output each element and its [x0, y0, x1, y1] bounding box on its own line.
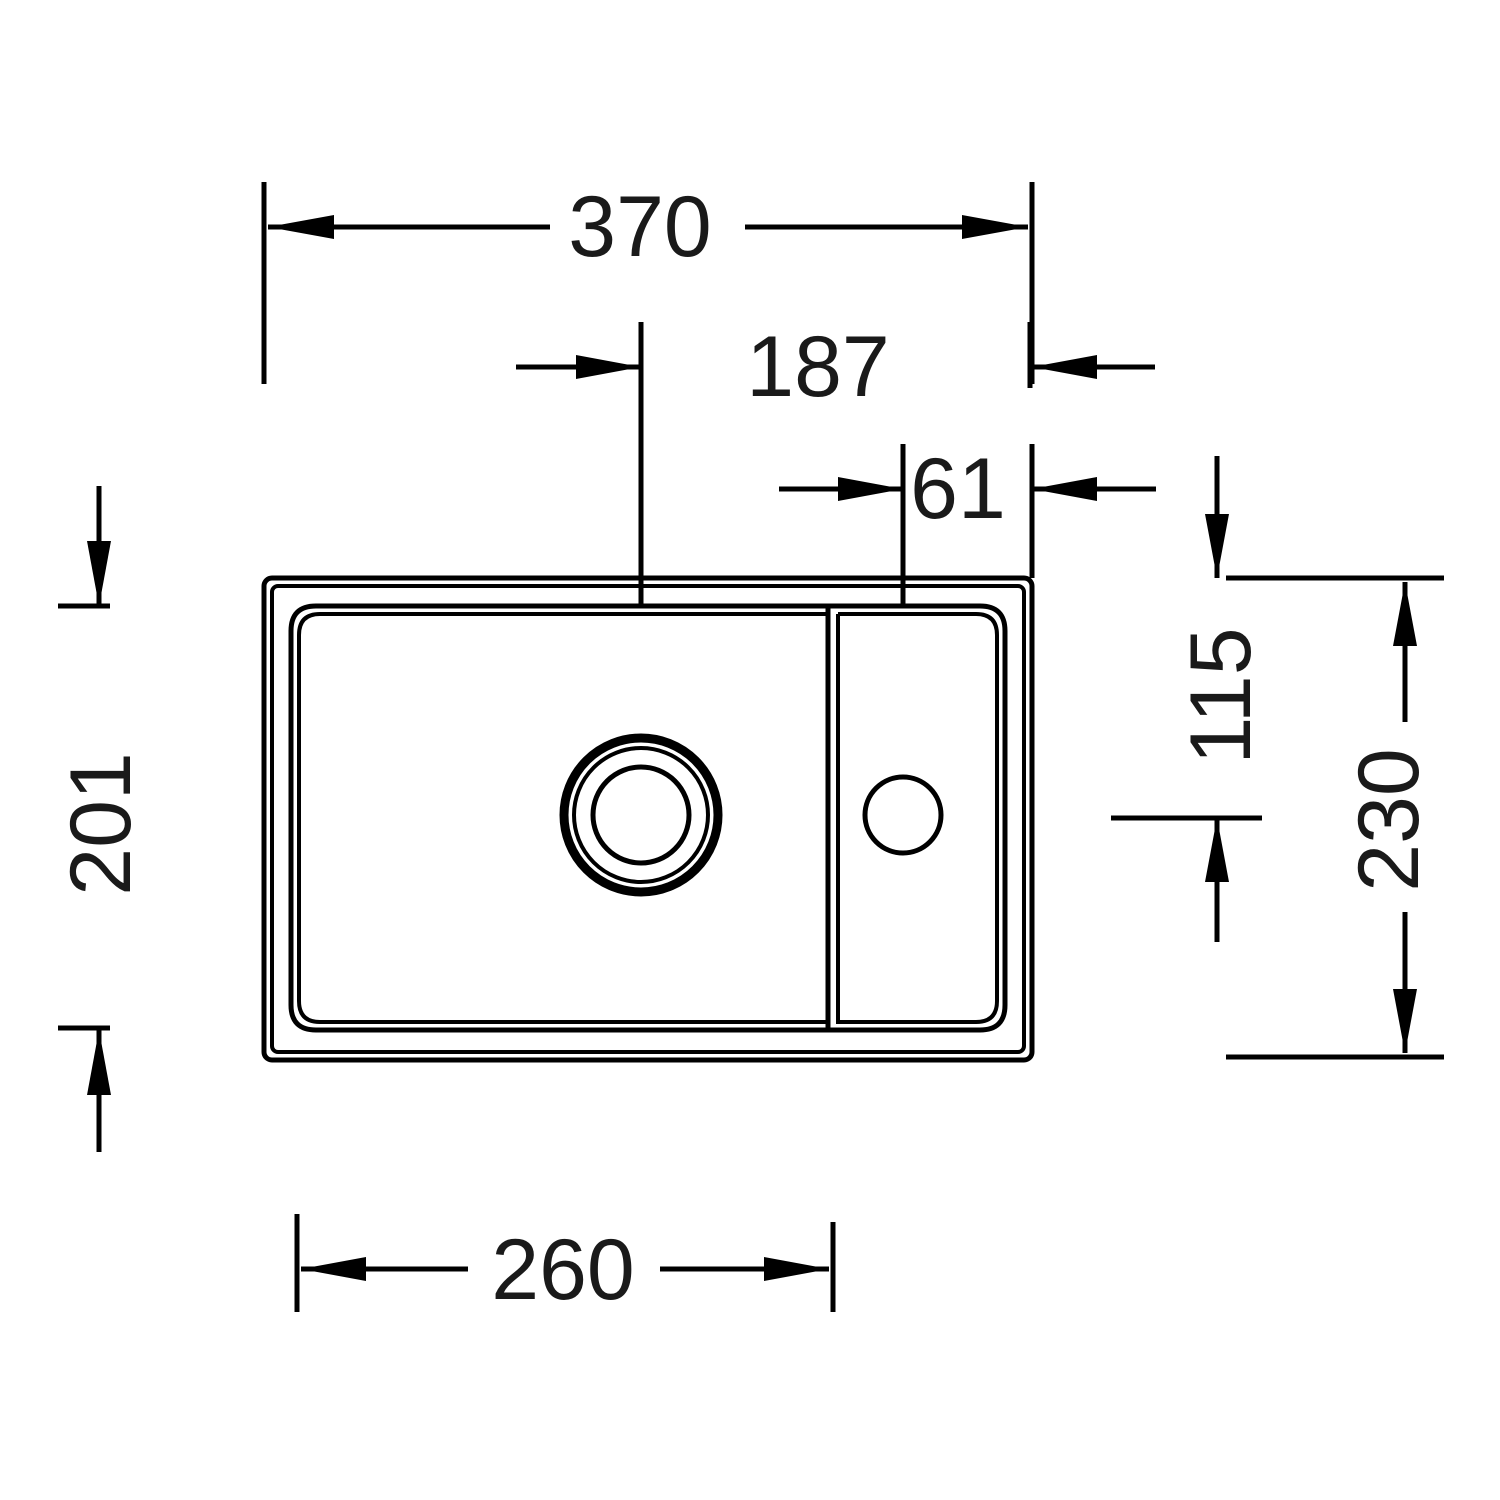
dimension-overall-depth: 230 [1226, 582, 1444, 1060]
sink-outer-edge-inner-line [270, 584, 1026, 1054]
dimension-drain-from-top: 115 [1111, 456, 1444, 942]
arrowhead-right [1032, 355, 1097, 379]
dimension-label-115: 115 [1173, 627, 1269, 764]
drain-outer-ring [559, 733, 723, 897]
arrowhead-left [838, 477, 903, 501]
sink-outline [261, 575, 1035, 1063]
bowl-outline [288, 603, 831, 1033]
sink-outer-edge [261, 575, 1035, 1063]
arrowhead-right [1032, 477, 1097, 501]
main-bowl [288, 603, 831, 1033]
dimension-bowl-height: 201 [53, 486, 149, 1152]
dimension-label-201: 201 [53, 752, 149, 896]
arrowhead-left [576, 355, 641, 379]
arrowhead-right [962, 215, 1028, 239]
arrowhead-right [764, 1257, 829, 1281]
arrowhead-left [268, 215, 334, 239]
arrowhead-top [1393, 582, 1417, 646]
arrowhead-bottom [87, 1030, 111, 1095]
dimension-tap-to-right: 61 [779, 441, 1156, 606]
arrowhead-top [1205, 514, 1229, 578]
dimension-overall-width: 370 [261, 179, 1035, 384]
dimension-label-230: 230 [1341, 748, 1437, 892]
side-drainer [825, 603, 1008, 1033]
dimension-label-61: 61 [910, 441, 1006, 537]
drainer-outline [825, 603, 1008, 1033]
arrowhead-bottom [1393, 989, 1417, 1053]
drain-inner-ring [590, 764, 692, 866]
arrowhead-top [87, 541, 111, 606]
dimension-label-260: 260 [491, 1222, 635, 1318]
dimension-drain-to-right: 187 [516, 319, 1155, 606]
drain-waste [559, 733, 723, 897]
drain-mid-ring [572, 746, 710, 884]
arrowhead-left [301, 1257, 366, 1281]
dimension-label-370: 370 [568, 179, 712, 275]
tap-hole [862, 774, 944, 856]
dimension-bowl-width: 260 [294, 1214, 836, 1318]
side-drainer-inner-line [836, 612, 999, 1024]
arrowhead-bottom [1205, 818, 1229, 882]
main-bowl-inner-line [297, 612, 828, 1024]
dimension-label-187: 187 [746, 319, 890, 415]
